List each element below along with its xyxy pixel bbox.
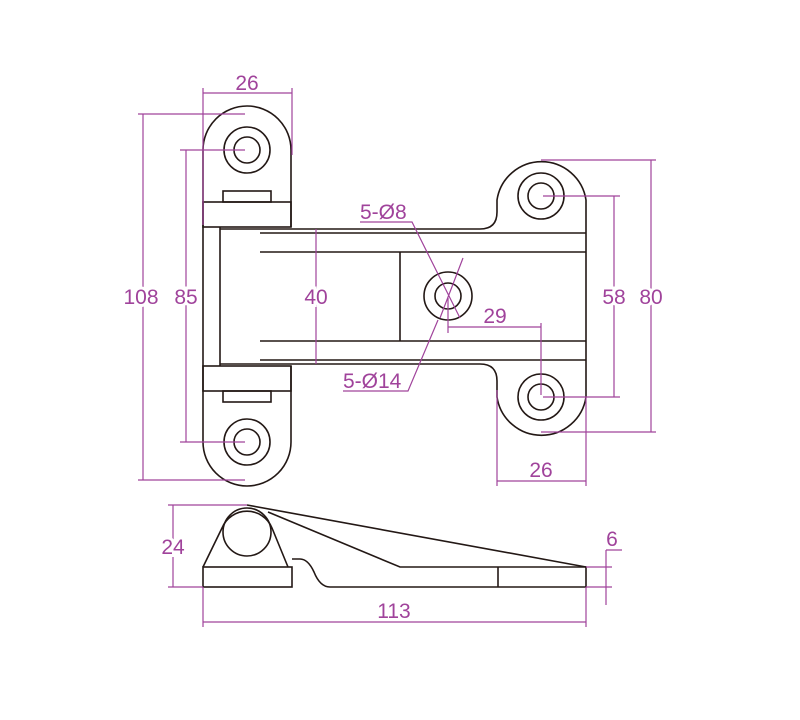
dim-line [180,149,245,443]
dim-line [202,88,293,225]
side-view-dimensions: 24 6 113 [158,504,622,627]
dim-large-hole: 5-Ø14 [343,370,402,393]
dim-right-width: 26 [529,459,552,482]
dim-hole-spacing-left: 85 [174,286,197,309]
dim-top-width: 26 [235,72,258,95]
dim-right-hole-spacing: 58 [602,286,625,309]
dim-center-offset: 29 [483,305,506,328]
edge [246,504,587,568]
leader-line [343,319,439,392]
dim-side-thickness: 6 [606,528,618,551]
knuckle-band [202,365,292,392]
dim-line [168,504,247,588]
dim-right-height: 80 [639,286,662,309]
knuckle-pin [222,507,272,557]
dim-line [138,113,245,481]
dim-line [447,298,542,395]
leaf-outline [267,511,587,588]
top-view [202,105,587,487]
top-view-dimensions: 26 108 85 40 5-Ø8 5-Ø14 29 58 80 26 [120,72,666,486]
side-view [202,504,587,588]
dim-line [202,587,587,627]
knuckle-band [202,201,292,228]
dim-line [541,159,656,433]
dim-total-length: 113 [377,600,410,623]
dim-small-hole: 5-Ø8 [360,201,407,224]
dim-line [496,390,587,486]
tab [222,390,272,403]
tab [222,190,272,203]
leader-line [360,221,464,319]
dim-side-height: 24 [161,536,185,559]
dim-line [543,195,620,398]
base-plate [202,566,293,588]
dim-body-width: 40 [304,286,327,309]
dim-line [586,549,622,605]
dim-total-height: 108 [123,286,158,309]
left-leaf-outline [202,105,292,487]
knuckle-outline [202,510,289,568]
